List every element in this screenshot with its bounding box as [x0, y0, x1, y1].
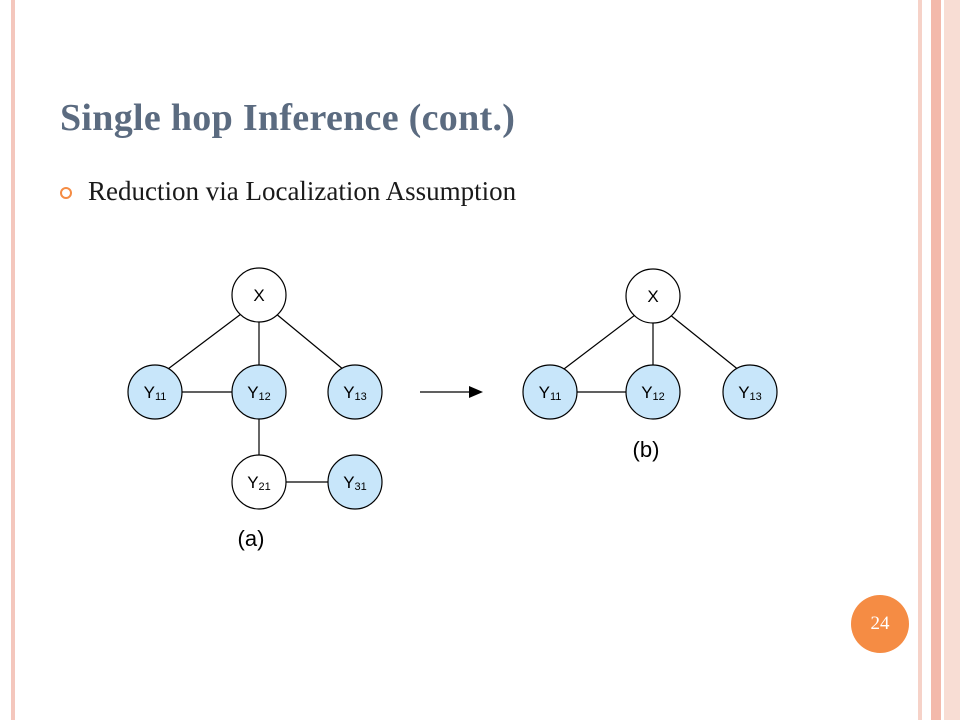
graph-a-caption: (a)	[238, 526, 265, 551]
page-number-badge: 24	[851, 595, 909, 653]
svg-text:Y11: Y11	[144, 383, 167, 403]
edge-a-x-y13	[274, 312, 345, 371]
bullet-circle-icon	[60, 186, 72, 199]
transform-arrow-icon	[420, 386, 483, 398]
edge-b-x-y11	[559, 311, 640, 373]
svg-text:Y12: Y12	[641, 383, 665, 403]
edge-b-x-y13	[668, 313, 741, 372]
graph-b-node-y12: Y12	[625, 364, 681, 420]
left-border-rule	[11, 0, 15, 720]
graph-a-node-y13: Y13	[327, 364, 383, 420]
edge-a-x-y11	[163, 310, 246, 373]
svg-text:Y13: Y13	[738, 383, 762, 403]
graph-b-node-y13: Y13	[722, 364, 778, 420]
svg-text:Y12: Y12	[247, 383, 271, 403]
graph-a-edges	[163, 310, 345, 483]
bullet-text: Reduction via Localization Assumption	[88, 176, 517, 206]
graph-a-node-y12: Y12	[231, 364, 287, 420]
graph-a-node-y21: Y21	[231, 454, 287, 510]
graph-a-node-y11: Y11	[127, 364, 183, 420]
svg-text:Y21: Y21	[247, 473, 271, 493]
graph-b-edges	[559, 311, 741, 393]
graph-b-node-x: X	[625, 268, 681, 324]
slide-title: Single hop Inference (cont.)	[60, 97, 516, 139]
svg-text:Y31: Y31	[343, 473, 367, 493]
svg-text:X: X	[253, 286, 264, 305]
right-decorative-band	[918, 0, 960, 720]
svg-text:Y11: Y11	[539, 383, 562, 403]
graph-a-node-y31: Y31	[327, 454, 383, 510]
graph-b-caption: (b)	[633, 437, 660, 462]
svg-text:X: X	[647, 287, 658, 306]
graph-a-node-x: X	[231, 267, 287, 323]
graph-b-node-y11: Y11	[522, 364, 578, 420]
svg-text:Y13: Y13	[343, 383, 367, 403]
bullet-item: Reduction via Localization Assumption	[60, 176, 516, 207]
